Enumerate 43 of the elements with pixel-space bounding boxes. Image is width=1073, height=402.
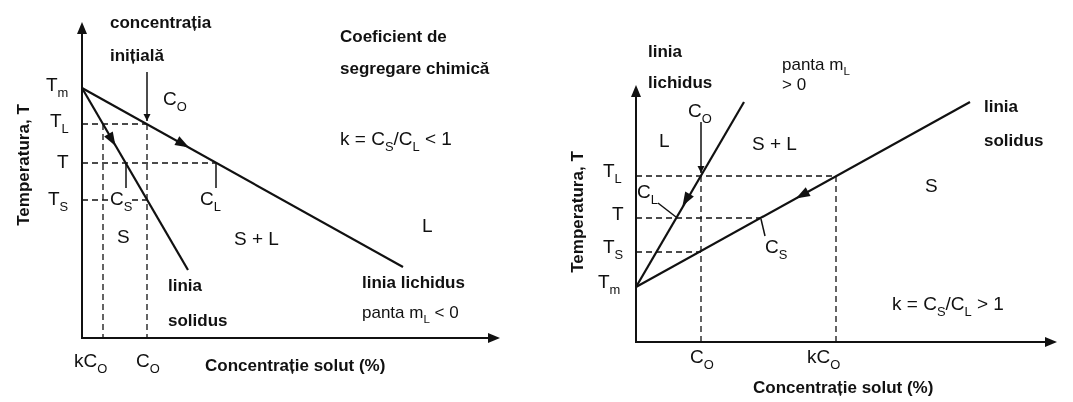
tick-label: C$_{O}$ [690,346,714,368]
note-text: panta m$_{L}$ > 0 [782,55,851,95]
concentration-label: C$_{O}$ [688,100,712,122]
axis-title: Temperatura, T [14,104,34,226]
region-label: L [422,215,433,237]
annotation-text: concentrația inițială [110,6,240,72]
region-label: S [117,226,130,248]
concentration-label: C$_{S}$ [765,236,788,258]
region-label: S + L [752,133,797,155]
region-label: L [659,130,670,152]
tick-label: T$_{S}$ [603,236,624,258]
formula-text: k = C$_{S}$/C$_{L}$ > 1 [892,293,1004,315]
region-label: S [925,175,938,197]
tick-label: T$_{m}$ [46,74,69,96]
leader-line [125,163,127,189]
tick-label: T$_{L}$ [603,160,622,182]
curve-label: linia lichidus [648,41,714,94]
axis-title: Temperatura, T [568,151,588,273]
tick-label: C$_{O}$ [136,350,160,372]
leader-line [760,218,766,237]
arrow [697,121,705,174]
concentration-label: C$_{L}$ [637,181,658,203]
tick-label: T$_{S}$ [48,188,69,210]
axis-title: Concentrație solut (%) [205,356,386,376]
tick-label: T$_{m}$ [598,271,621,293]
tick-label: T$_{L}$ [50,110,69,132]
concentration-label: C$_{O}$ [163,88,187,110]
note-text: panta m$_{L}$ < 0 [362,303,459,323]
curve-label: linia solidus [168,275,229,332]
axis-title: Concentrație solut (%) [753,378,934,398]
region-label: S + L [234,228,279,250]
tick-label: kC$_{O}$ [74,350,108,372]
tick-label: kC$_{O}$ [807,346,841,368]
note-text: Coeficient de segregare chimică [340,26,491,80]
tick-label: T [57,151,69,173]
arrow [143,71,151,122]
leader-line [657,202,677,218]
leader-line [215,163,217,189]
curve-label: linia solidus [984,96,1045,152]
tick-label: T [612,203,624,225]
curve-label: linia lichidus [362,273,465,293]
formula-text: k = C$_{S}$/C$_{L}$ < 1 [340,128,452,150]
concentration-label: C$_{L}$ [200,188,221,210]
